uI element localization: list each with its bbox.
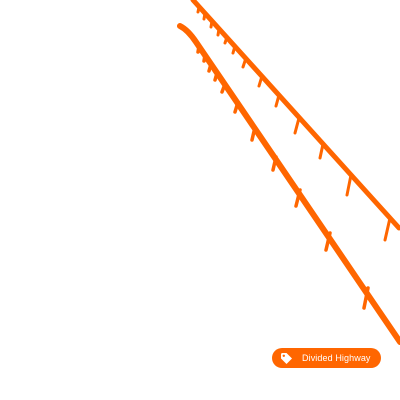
road-post [196, 5, 201, 14]
road-post [318, 142, 325, 160]
road-post [216, 27, 221, 37]
road-post [231, 44, 237, 55]
road-post [196, 44, 201, 54]
lower-road-line [177, 23, 400, 345]
road-post [213, 71, 219, 82]
legend-badge[interactable]: Divided Highway [272, 348, 381, 368]
road-post [202, 53, 207, 63]
road-post [233, 100, 240, 114]
road-post [220, 82, 227, 94]
road-post [324, 231, 332, 252]
lower-road-posts [196, 44, 370, 310]
road-post [250, 125, 257, 142]
road-post [293, 116, 301, 135]
road-post [257, 74, 264, 88]
road-post [345, 173, 353, 197]
road-post [271, 155, 278, 172]
road-post [241, 56, 248, 69]
road-post [202, 11, 207, 21]
upper-road-posts [196, 5, 392, 242]
lower-carriageway [177, 23, 400, 345]
road-post [362, 286, 370, 310]
road-post [209, 19, 214, 29]
road-post [383, 216, 392, 242]
road-post [294, 188, 302, 208]
road-post [223, 35, 229, 45]
legend-label: Divided Highway [302, 352, 371, 363]
upper-carriageway [190, 0, 400, 242]
road-post [274, 93, 281, 108]
tag-icon [280, 352, 293, 365]
road-post [207, 62, 213, 73]
